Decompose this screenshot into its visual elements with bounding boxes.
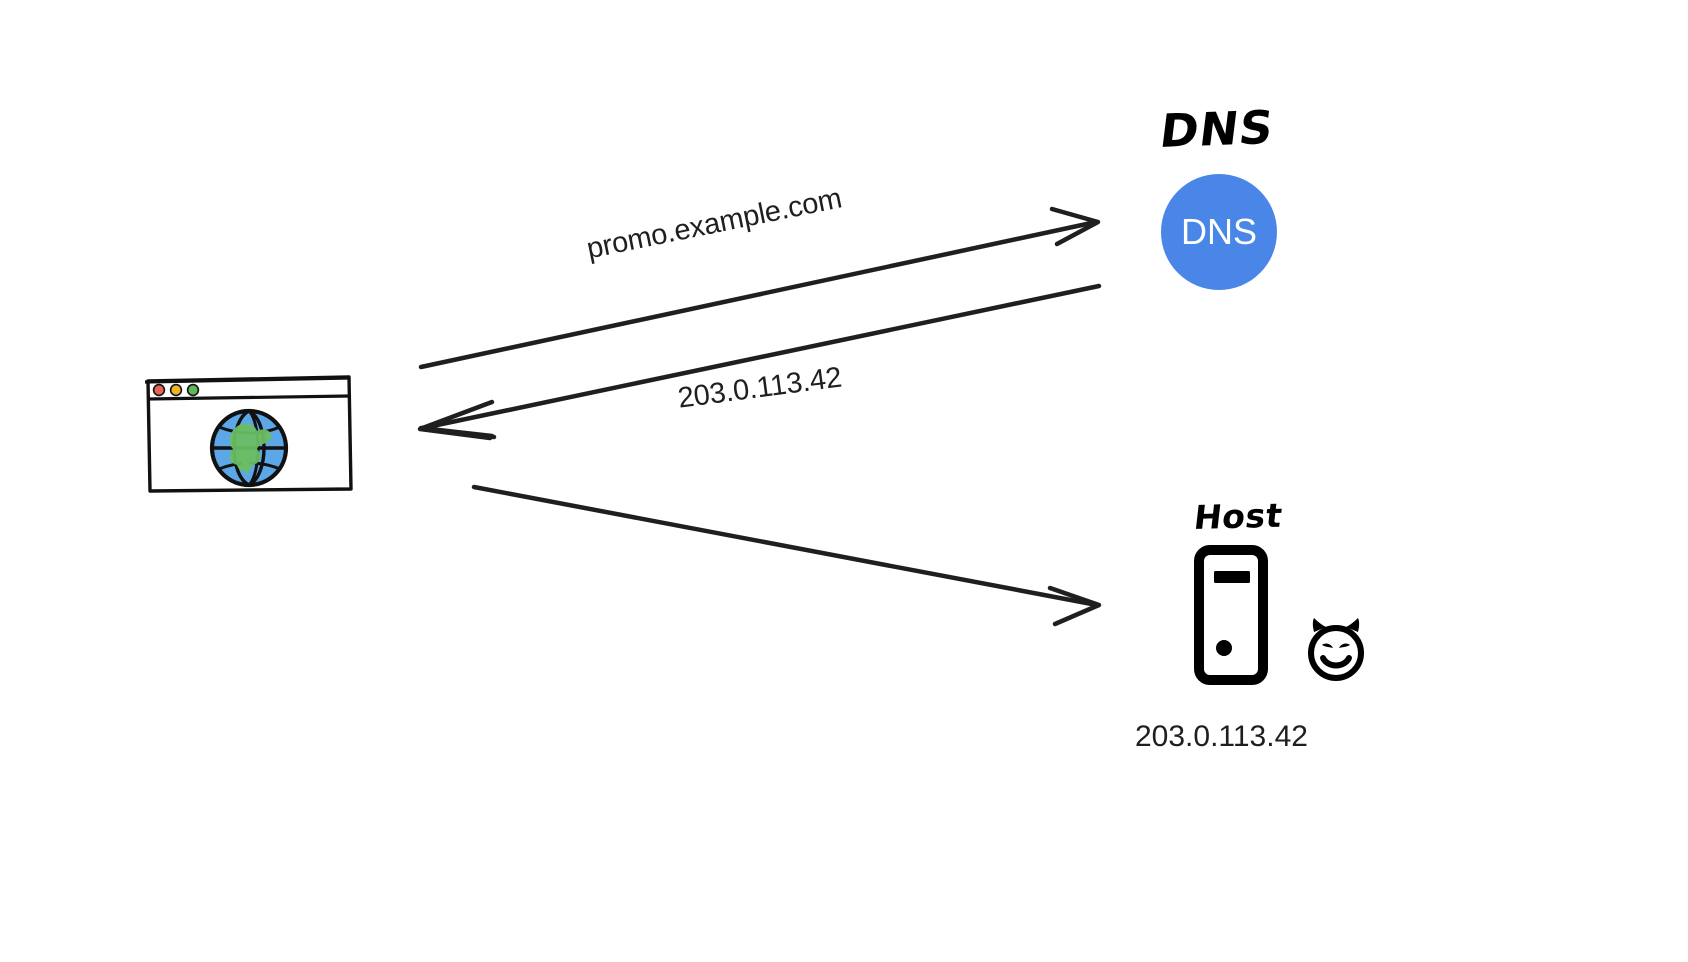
server-power-button bbox=[1216, 640, 1232, 656]
minimize-dot[interactable] bbox=[169, 383, 183, 397]
edge-dns-answer-arrow bbox=[417, 283, 1102, 441]
dns-node-title: DNS bbox=[1157, 100, 1278, 158]
devil-eye-left bbox=[1322, 643, 1333, 648]
devil-horn-left bbox=[1312, 618, 1326, 632]
host-node-title: Host bbox=[1192, 495, 1285, 537]
dns-node-badge[interactable]: DNS bbox=[1161, 174, 1277, 290]
devil-smile bbox=[1320, 655, 1352, 669]
devil-head bbox=[1308, 625, 1364, 681]
globe-icon bbox=[209, 408, 289, 488]
browser-window[interactable] bbox=[143, 363, 355, 493]
devil-eye-right bbox=[1339, 643, 1350, 648]
dns-node-badge-label: DNS bbox=[1180, 211, 1257, 252]
edge-browser-host-arrow bbox=[471, 484, 1102, 627]
browser-titlebar-divider bbox=[146, 394, 351, 401]
maximize-dot[interactable] bbox=[186, 383, 200, 397]
edge-dns-query-arrow bbox=[418, 206, 1101, 370]
close-dot[interactable] bbox=[152, 383, 166, 397]
host-ip-label: 203.0.113.42 bbox=[1135, 720, 1308, 753]
server-drive-slot bbox=[1214, 571, 1250, 583]
devil-horn-right bbox=[1346, 618, 1360, 632]
server-chassis bbox=[1194, 545, 1268, 685]
browser-top-edge bbox=[144, 376, 350, 384]
devil-face-icon bbox=[1308, 618, 1364, 681]
server-tower-icon[interactable] bbox=[1194, 545, 1268, 685]
